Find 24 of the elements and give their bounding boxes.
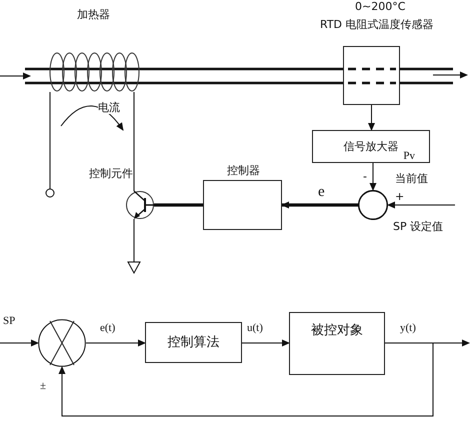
current-label: 电流 bbox=[98, 101, 120, 114]
sign-label: + bbox=[395, 190, 404, 203]
wire bbox=[154, 203, 203, 207]
arrow bbox=[86, 340, 146, 346]
annotation: SP 设定值 bbox=[393, 220, 444, 233]
arrow bbox=[368, 104, 375, 131]
heater-label: 加热器 bbox=[77, 8, 110, 21]
arrow bbox=[387, 202, 456, 208]
edge-label: e(t) bbox=[100, 322, 116, 335]
controller-label: 控制器 bbox=[227, 164, 260, 177]
range-label: 0~200°C bbox=[355, 0, 406, 13]
annotation: 控制元件 bbox=[89, 167, 133, 180]
arrow bbox=[0, 340, 39, 346]
annotation: 当前值 bbox=[395, 172, 428, 185]
amplifier-box: 信号放大器 Pv bbox=[312, 130, 430, 163]
process-box: 被控对象 bbox=[289, 312, 385, 375]
arrow bbox=[242, 340, 290, 346]
edge-label: y(t) bbox=[400, 322, 416, 335]
sensor-label: RTD 电阻式温度传感器 bbox=[320, 18, 434, 31]
arrow bbox=[370, 162, 376, 191]
edge-label: u(t) bbox=[247, 322, 263, 335]
arrow bbox=[281, 202, 358, 208]
process-box: 控制算法 bbox=[145, 322, 242, 363]
arrow bbox=[58, 342, 434, 416]
